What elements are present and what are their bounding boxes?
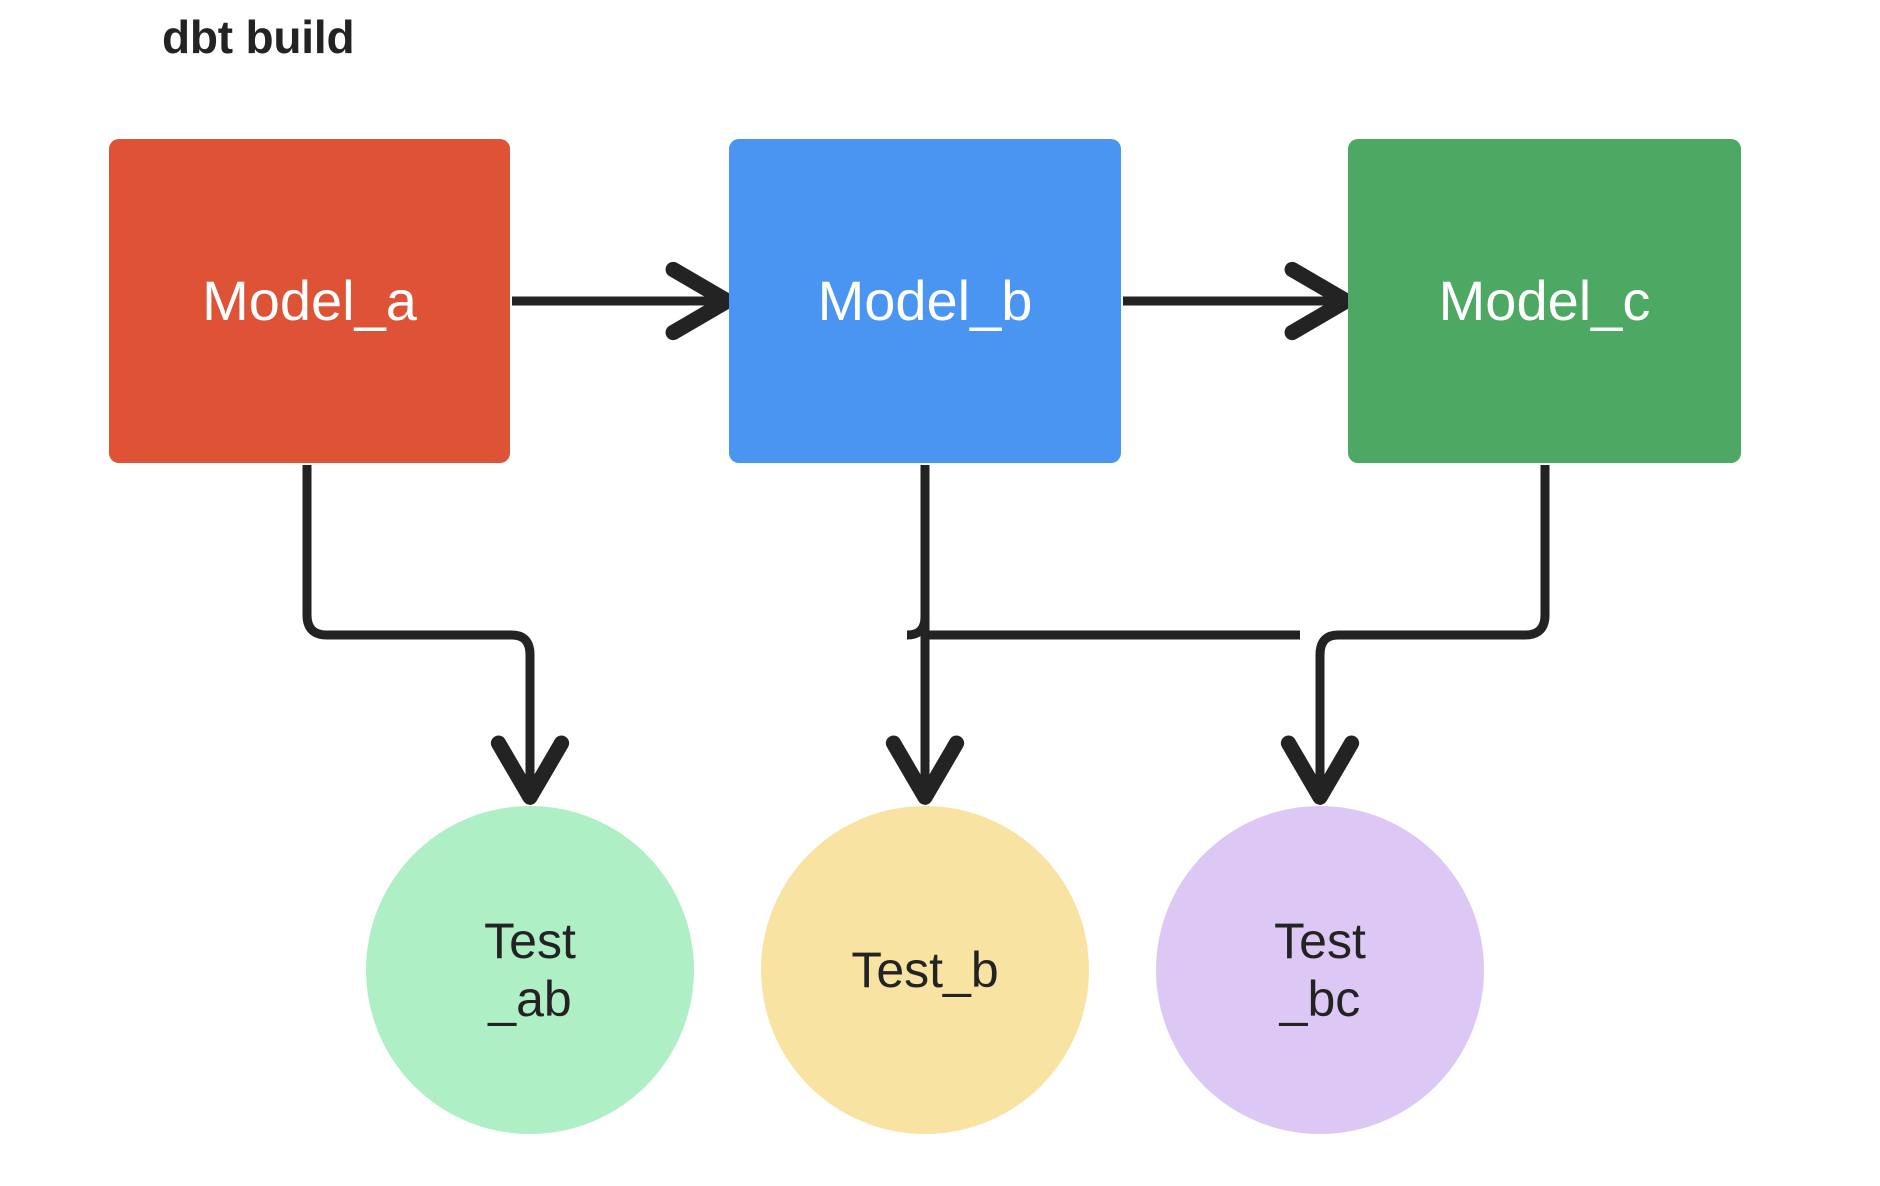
node-model-c-label: Model_c [1438,269,1651,333]
node-test-ab-label: Test _ab [484,913,576,1027]
node-model-c[interactable]: Model_c [1348,139,1741,463]
node-test-bc[interactable]: Test _bc [1156,806,1484,1134]
node-model-a[interactable]: Model_a [109,139,510,463]
edge-model-c-to-test-bc [1280,465,1550,805]
node-model-b-label: Model_b [817,269,1033,333]
node-model-b[interactable]: Model_b [729,139,1121,463]
page-title: dbt build [162,11,355,63]
node-test-b-label: Test_b [851,942,999,998]
node-model-a-label: Model_a [202,269,417,333]
node-test-bc-label: Test _bc [1274,913,1366,1027]
node-test-ab[interactable]: Test _ab [366,806,694,1134]
edge-bus-segment [906,616,1300,640]
edge-model-a-to-test-ab [302,465,570,805]
node-test-b[interactable]: Test_b [761,806,1089,1134]
